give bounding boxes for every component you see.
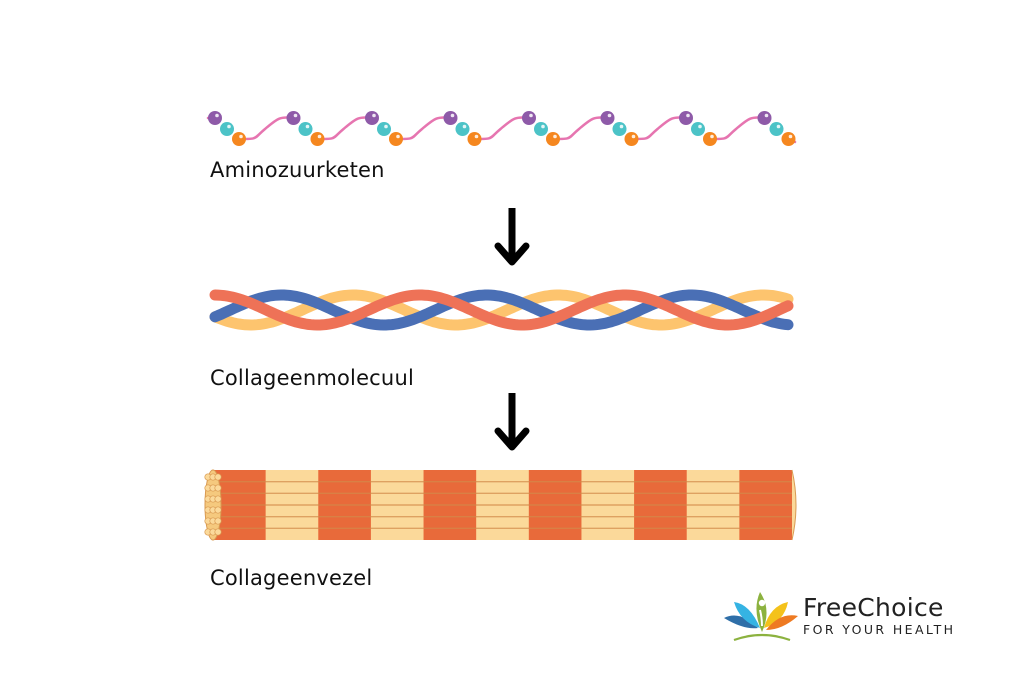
bead-highlight — [450, 113, 455, 118]
amino-acid-bead — [365, 111, 379, 125]
bead-highlight — [239, 134, 243, 139]
amino-acid-bead — [467, 132, 482, 146]
brand-name: FreeChoice — [803, 593, 944, 622]
amino-acid-chain — [206, 111, 797, 146]
bead-highlight — [372, 113, 376, 118]
fibril-end — [214, 495, 222, 503]
bead-highlight — [474, 134, 479, 139]
amino-acid-bead — [455, 122, 470, 136]
amino-acid-bead — [389, 132, 403, 146]
bead-highlight — [764, 113, 769, 118]
bead-highlight — [396, 134, 400, 139]
amino-acid-bead — [534, 122, 548, 136]
amino-acid-bead — [781, 132, 796, 146]
helix-strand — [209, 289, 794, 331]
bead-highlight — [631, 134, 636, 139]
amino-acid-bead — [208, 111, 222, 125]
collagen-fiber-label: Collageenvezel — [210, 566, 373, 590]
amino-acid-bead — [691, 122, 705, 136]
bead-highlight — [541, 124, 545, 129]
brand-tagline: FOR YOUR HEALTH — [803, 622, 956, 637]
amino-acid-bead — [232, 132, 246, 146]
bead-highlight — [710, 134, 714, 139]
bead-highlight — [305, 124, 310, 129]
amino-acid-bead — [679, 111, 693, 125]
bead-highlight — [553, 134, 557, 139]
bead-highlight — [384, 124, 388, 129]
fibril-end — [214, 484, 222, 492]
amino-acid-bead — [624, 132, 639, 146]
amino-acid-bead — [220, 122, 234, 136]
amino-acid-beads — [208, 111, 796, 146]
amino-acid-bead — [703, 132, 717, 146]
amino-acid-bead — [546, 132, 560, 146]
bead-highlight — [698, 124, 702, 129]
amino-acid-bead — [286, 111, 301, 125]
amino-acid-chain-label: Aminozuurketen — [210, 158, 385, 182]
bead-highlight — [686, 113, 690, 118]
bead-highlight — [227, 124, 231, 129]
amino-acid-bead — [298, 122, 313, 136]
lotus-logo-icon — [724, 592, 798, 642]
collagen-triple-helix — [209, 289, 794, 331]
bead-highlight — [293, 113, 298, 118]
amino-acid-bead — [600, 111, 615, 125]
bead-highlight — [776, 124, 781, 129]
amino-acid-bead — [522, 111, 536, 125]
amino-acid-bead — [443, 111, 458, 125]
amino-acid-bead — [757, 111, 772, 125]
amino-acid-bead — [612, 122, 627, 136]
collagen-fiber — [204, 469, 797, 541]
bead-highlight — [619, 124, 624, 129]
fibril-end — [214, 528, 222, 536]
bead-highlight — [529, 113, 533, 118]
down-arrow-icon — [494, 393, 530, 451]
bead-highlight — [607, 113, 612, 118]
brand-logo: FreeChoice FOR YOUR HEALTH — [803, 594, 955, 638]
bead-highlight — [215, 113, 219, 118]
fiber-right-end — [791, 469, 797, 541]
fiber-end-cap — [204, 469, 222, 541]
down-arrow-icon — [494, 208, 530, 266]
helix-strand — [209, 289, 794, 331]
bead-highlight — [462, 124, 467, 129]
fibril-end — [214, 517, 222, 525]
collagen-molecule-label: Collageenmolecuul — [210, 366, 414, 390]
fibril-end — [214, 473, 222, 481]
bead-highlight — [788, 134, 793, 139]
amino-acid-bead — [769, 122, 784, 136]
amino-acid-bead — [377, 122, 391, 136]
amino-acid-bead — [310, 132, 325, 146]
fibril-end — [214, 506, 222, 514]
bead-highlight — [317, 134, 322, 139]
